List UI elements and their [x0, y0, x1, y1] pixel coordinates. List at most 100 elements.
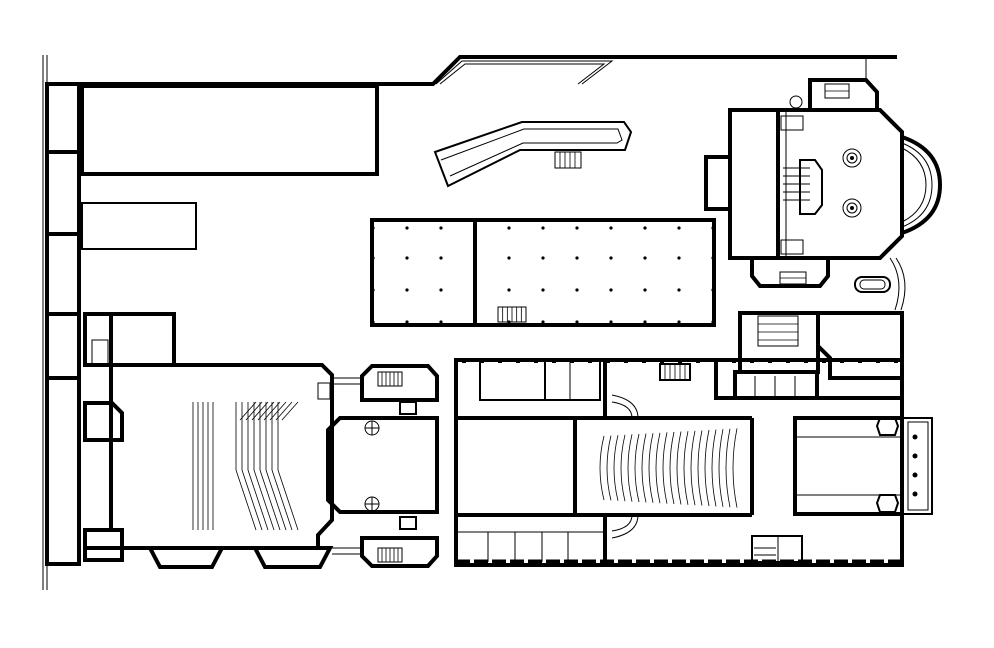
seat-row: [606, 435, 612, 501]
column-dot: [371, 256, 375, 260]
auditorium-east: [454, 311, 933, 567]
wall-pier: [678, 358, 682, 363]
column-dot: [507, 288, 511, 292]
column-dot: [643, 226, 647, 230]
seating-rows-east: [599, 428, 738, 508]
seat-row: [613, 435, 619, 501]
column-dot: [575, 256, 579, 260]
wall-pier: [768, 358, 772, 363]
wall-pier: [804, 358, 808, 363]
structural-columns: [371, 226, 715, 324]
wall-pier: [606, 358, 610, 363]
column-dot: [371, 226, 375, 230]
seat-row: [634, 433, 640, 503]
column-dot: [711, 320, 715, 324]
seat-row: [275, 401, 293, 421]
column-dot: [439, 256, 443, 260]
column-dot: [405, 226, 409, 230]
wall-pier: [624, 358, 628, 363]
wall-pier: [498, 358, 502, 363]
stair-treads: [381, 307, 686, 562]
column-dot: [711, 288, 715, 292]
column-dot: [541, 288, 545, 292]
column-dot: [677, 288, 681, 292]
seat-row: [718, 429, 724, 507]
seat-row: [241, 402, 263, 531]
column-dot: [711, 226, 715, 230]
auditorium-west: [83, 312, 360, 569]
column-dot: [609, 288, 613, 292]
column-dot: [541, 226, 545, 230]
column-dot: [439, 320, 443, 324]
seat-row: [247, 402, 269, 531]
seat-row: [253, 402, 275, 531]
seat-row: [641, 433, 647, 503]
column-dot: [507, 256, 511, 260]
seat-row: [259, 402, 281, 531]
seat-row: [648, 433, 654, 503]
seat-row: [725, 428, 731, 508]
column-dot: [405, 320, 409, 324]
column-dot: [643, 256, 647, 260]
column-dot: [609, 320, 613, 324]
wall-pier: [534, 358, 538, 363]
column-dot: [677, 226, 681, 230]
column-dot: [507, 320, 511, 324]
north-boundary: [47, 55, 897, 86]
seat-row: [683, 431, 689, 505]
column-dot: [541, 256, 545, 260]
seat-row: [627, 434, 633, 502]
seat-row: [235, 402, 257, 531]
seat-row: [271, 402, 293, 531]
column-dot: [609, 256, 613, 260]
wall-pier: [642, 358, 646, 363]
column-dot: [473, 288, 477, 292]
seat-row: [599, 435, 605, 501]
column-dot: [507, 226, 511, 230]
column-dot: [439, 226, 443, 230]
seat-row: [711, 429, 717, 507]
wall-piers: [462, 358, 898, 363]
wall-pier: [750, 358, 754, 363]
wall-pier: [858, 358, 862, 363]
wall-pier: [570, 358, 574, 363]
central-stage-block: [326, 364, 439, 568]
wall-pier: [480, 358, 484, 363]
columned-hall: [370, 218, 716, 327]
column-dot: [643, 288, 647, 292]
seat-row: [655, 432, 661, 504]
wall-pier: [786, 358, 790, 363]
wall-pier: [462, 358, 466, 363]
wall-pier: [840, 358, 844, 363]
wall-pier: [894, 358, 898, 363]
seat-row: [676, 431, 682, 505]
column-dot: [575, 320, 579, 324]
column-dot: [575, 226, 579, 230]
wall-pier: [714, 358, 718, 363]
column-dot: [405, 288, 409, 292]
wall-pier: [822, 358, 826, 363]
side-room: [81, 202, 197, 250]
column-dot: [473, 320, 477, 324]
column-dot: [405, 256, 409, 260]
column-dot: [677, 320, 681, 324]
column-dot: [711, 256, 715, 260]
column-dot: [609, 226, 613, 230]
seat-row: [697, 430, 703, 506]
seating-rows-west: [192, 401, 299, 531]
column-dot: [371, 320, 375, 324]
seat-row: [277, 402, 299, 531]
seat-row: [704, 429, 710, 507]
column-dot: [643, 320, 647, 324]
west-rooms: [45, 82, 81, 566]
wall-pier: [660, 358, 664, 363]
northeast-pavilion: [704, 78, 943, 311]
column-dot: [371, 288, 375, 292]
curved-ramp: [433, 121, 633, 188]
seat-row: [690, 430, 696, 506]
column-dot: [541, 320, 545, 324]
seat-row: [662, 432, 668, 504]
wall-pier: [552, 358, 556, 363]
seat-row: [732, 428, 738, 508]
